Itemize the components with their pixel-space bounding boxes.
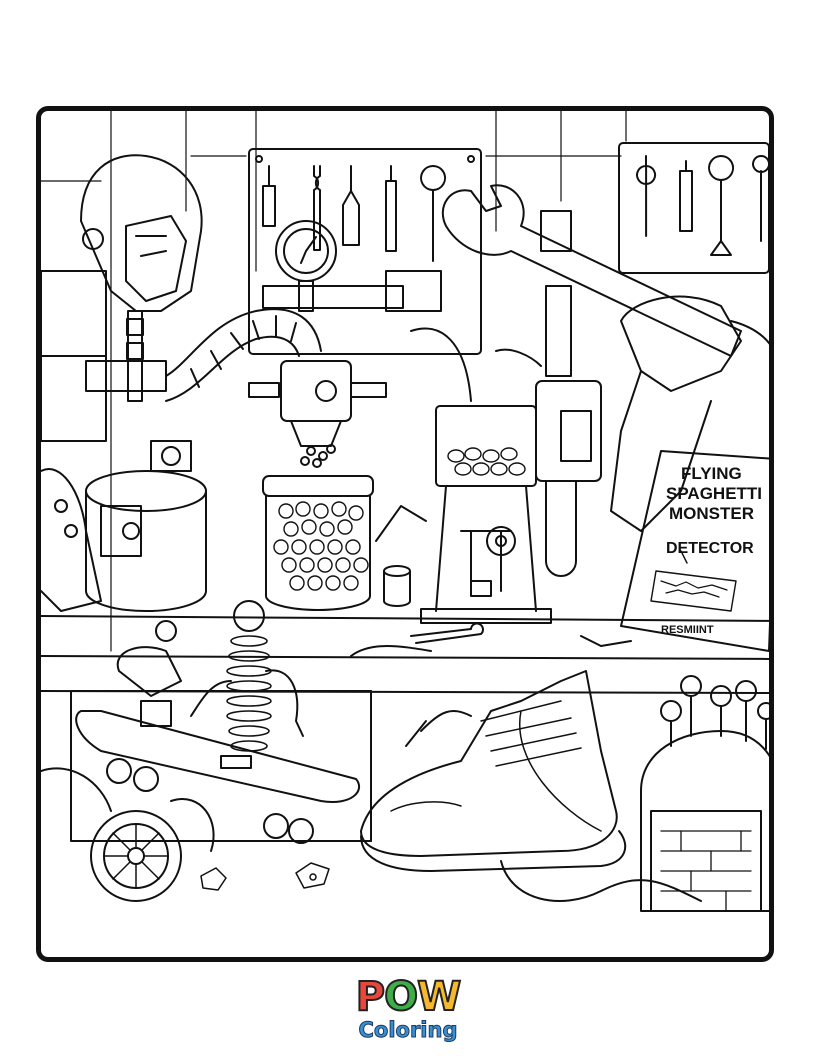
sign-footer: RESMIINT xyxy=(661,624,714,636)
skateboard-icon xyxy=(75,646,361,844)
workshop-illustration: FLYING SPAGHETTI MONSTER DETECTOR RESMII… xyxy=(41,111,769,912)
sign-line3: MONSTER xyxy=(669,504,754,523)
sign-line1: FLYING xyxy=(681,464,742,483)
pipe xyxy=(410,327,472,402)
column-machine xyxy=(495,210,602,577)
logo-letter-p: P xyxy=(355,974,386,1020)
wall-planks xyxy=(41,111,627,652)
gauntlet-hand xyxy=(610,295,769,532)
gear-icon xyxy=(486,526,516,556)
gauge-press-machine xyxy=(248,220,387,468)
flex-hose xyxy=(165,308,322,402)
sign-line4: DETECTOR xyxy=(666,540,754,557)
bench-tools xyxy=(155,565,632,657)
detector-sign: FLYING SPAGHETTI MONSTER DETECTOR RESMII… xyxy=(620,450,769,652)
logo-letter-o: O xyxy=(383,974,419,1020)
wrench-icon xyxy=(441,184,742,357)
debris xyxy=(200,862,330,891)
gumball-machine-icon xyxy=(420,405,552,624)
window xyxy=(41,270,107,442)
antenna-helmet-icon xyxy=(640,675,769,912)
tool-pegboard-icon xyxy=(248,148,482,355)
tool-pegboard-right-icon xyxy=(618,142,769,274)
spring-robot-icon xyxy=(190,600,304,769)
sign-line2: SPAGHETTI xyxy=(666,484,762,503)
wheel-icon xyxy=(41,767,215,902)
workbench xyxy=(41,615,769,842)
sneaker-icon xyxy=(360,670,702,902)
logo-pow: POW xyxy=(340,974,476,1020)
robot-helmet-icon xyxy=(80,154,207,612)
logo-letter-w: W xyxy=(416,974,462,1020)
coloring-page-frame: FLYING SPAGHETTI MONSTER DETECTOR RESMII… xyxy=(36,106,774,962)
logo-subtitle: Coloring xyxy=(358,1018,458,1043)
gumball-jar-icon xyxy=(262,475,427,611)
pow-coloring-logo: POW Coloring xyxy=(340,974,476,1050)
rocket xyxy=(41,468,102,612)
